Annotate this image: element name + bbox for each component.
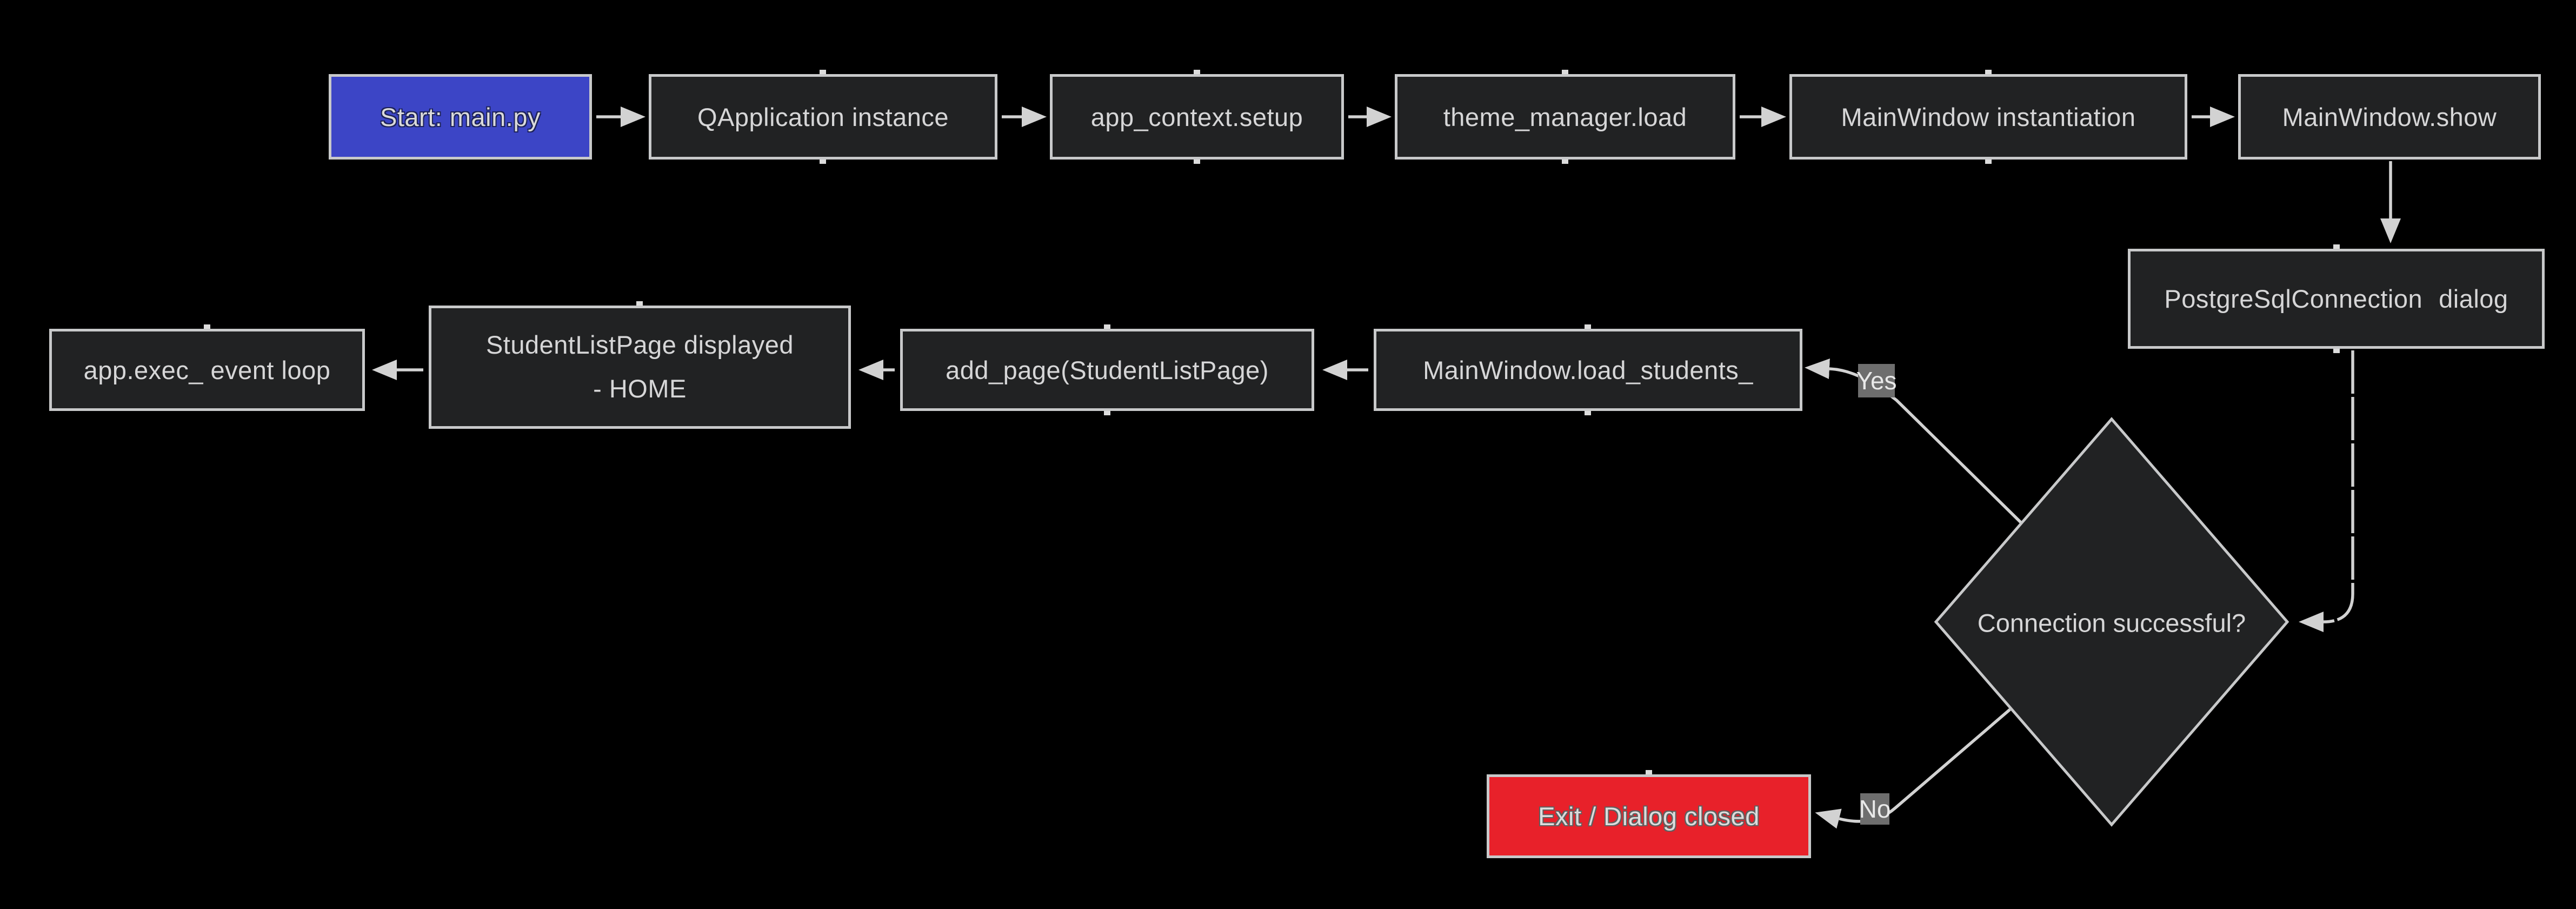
node-exit: Exit / Dialog closed — [1487, 774, 1811, 858]
node-postgresql-dialog-label: PostgreSqlConnection dialog — [2164, 284, 2508, 313]
node-student-list-page-line2: - HOME — [593, 374, 687, 403]
node-load-students: MainWindow.load_students_ — [1374, 329, 1802, 411]
node-student-list-page-line1: StudentListPage displayed — [485, 330, 794, 360]
node-connection-decision-label: Connection successful? — [1977, 608, 2246, 638]
node-theme-manager: theme_manager.load — [1395, 74, 1735, 160]
node-load-students-label: MainWindow.load_students_ — [1423, 355, 1753, 384]
node-app-exec: app.exec_ event loop — [49, 329, 365, 411]
node-theme-manager-label: theme_manager.load — [1443, 102, 1687, 131]
node-app-context: app_context.setup — [1050, 74, 1344, 160]
edge-label-yes: Yes — [1856, 364, 1897, 397]
node-app-exec-label: app.exec_ event loop — [83, 355, 331, 384]
decision-diamond-shape — [1934, 417, 2289, 827]
edge-label-no: No — [1859, 793, 1891, 825]
node-mainwindow-show: MainWindow.show — [2238, 74, 2541, 160]
node-qapplication: QApplication instance — [649, 74, 997, 160]
node-qapplication-label: QApplication instance — [697, 102, 949, 131]
node-app-context-label: app_context.setup — [1090, 102, 1303, 131]
edge-dialog-to-decision — [2299, 350, 2354, 632]
node-add-page-label: add_page(StudentListPage) — [946, 355, 1269, 384]
node-mainwindow-instantiation: MainWindow instantiation — [1789, 74, 2187, 160]
node-start: Start: main.py — [329, 74, 592, 160]
node-add-page: add_page(StudentListPage) — [900, 329, 1314, 411]
node-start-label: Start: main.py — [380, 102, 541, 131]
node-exit-label: Exit / Dialog closed — [1538, 802, 1760, 831]
node-mainwindow-show-label: MainWindow.show — [2282, 102, 2497, 131]
node-student-list-page: StudentListPage displayed - HOME — [429, 306, 851, 429]
node-mainwindow-instantiation-label: MainWindow instantiation — [1841, 102, 2136, 131]
node-postgresql-dialog: PostgreSqlConnection dialog — [2128, 249, 2545, 349]
